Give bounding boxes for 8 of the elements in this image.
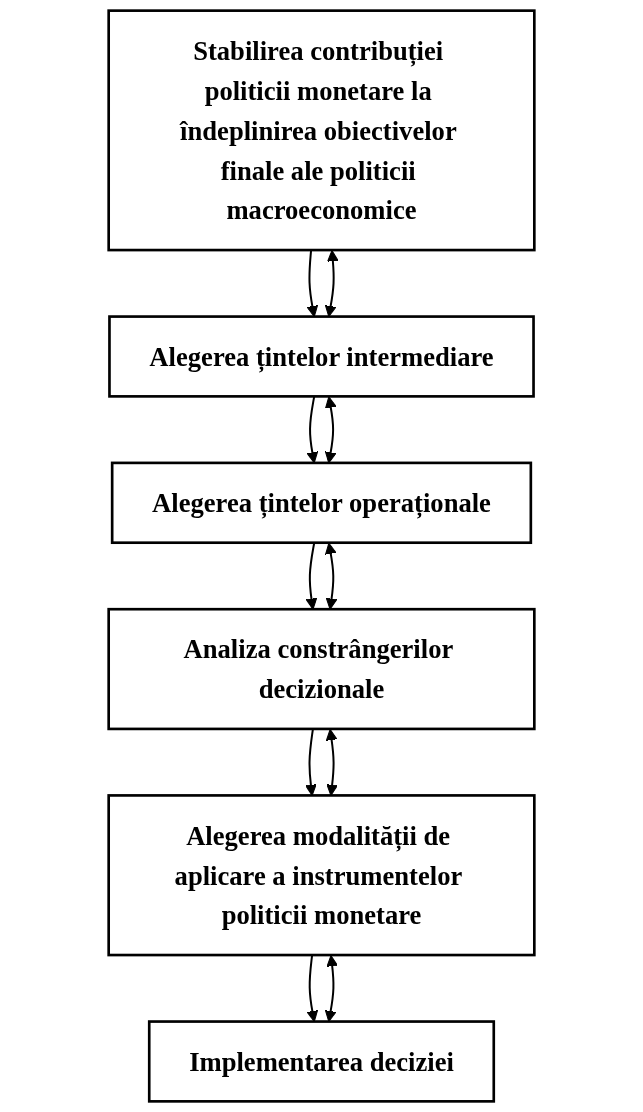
node-box: Alegerea țintelor intermediare (108, 315, 535, 398)
arrow (325, 728, 338, 796)
node-box: Alegerea țintelor operaționale (110, 461, 533, 545)
node-box: Alegerea modalității de aplicare a instrumentelor politicii monetare (107, 794, 536, 957)
arrow (325, 542, 338, 610)
node-box: Analiza constrângerilor decizionale (107, 607, 536, 731)
node-box: Implementarea deciziei (147, 1020, 496, 1103)
node-box: Stabilirea contribuției politicii monetare la îndeplinirea obiectivelor finale ale politicii macroeconomice (107, 9, 536, 252)
